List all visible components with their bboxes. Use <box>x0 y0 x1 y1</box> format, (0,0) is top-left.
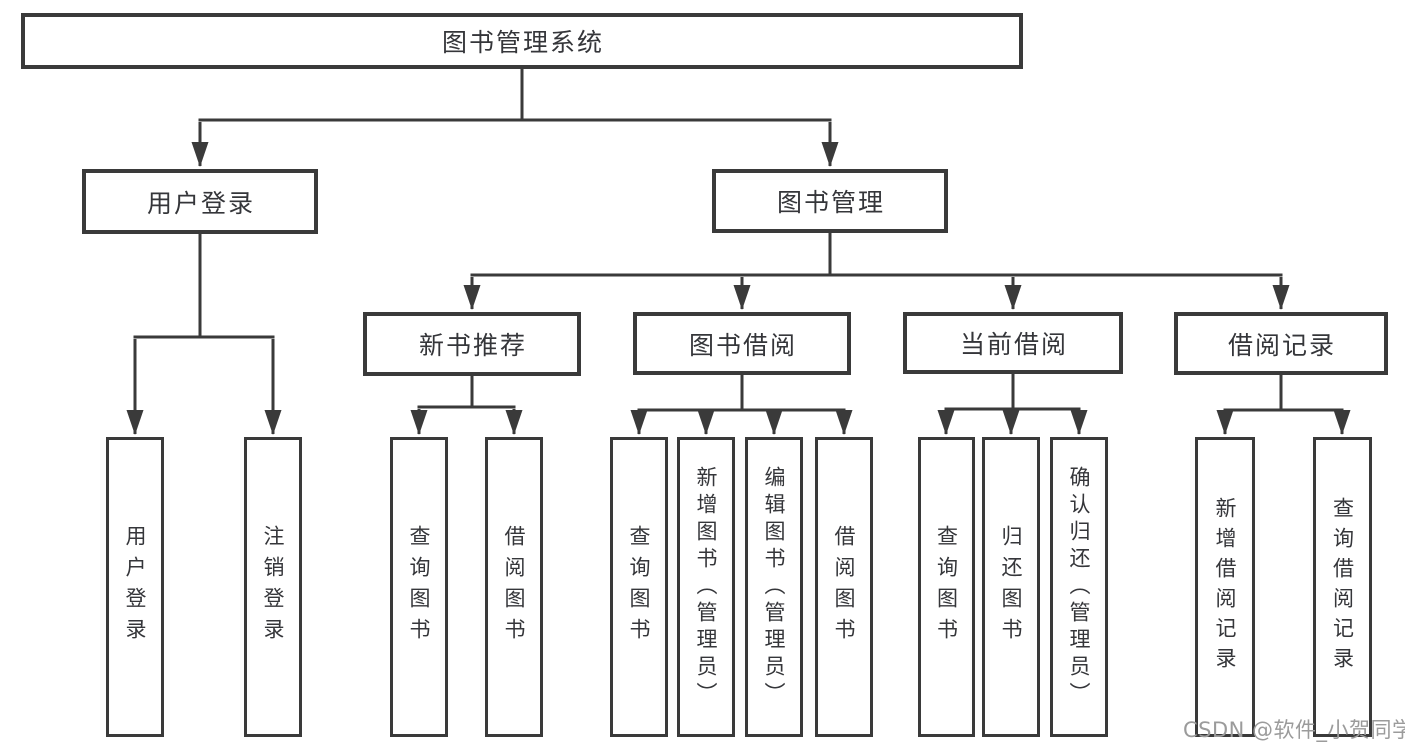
node-book-management: 图书管理 <box>712 169 948 233</box>
leaf-logout-login: 注销登录 <box>244 437 302 737</box>
leaf-return-books: 归还图书 <box>982 437 1040 737</box>
node-new-book-recommend: 新书推荐 <box>363 312 581 376</box>
leaf-add-borrow-record: 新增借阅记录 <box>1195 437 1255 737</box>
leaf-recommend-query-books: 查询图书 <box>390 437 448 737</box>
leaf-user-login: 用户登录 <box>106 437 164 737</box>
leaf-current-query-books: 查询图书 <box>918 437 975 737</box>
connector-arrows <box>126 122 1351 435</box>
node-user-login: 用户登录 <box>82 169 318 234</box>
leaf-query-borrow-record: 查询借阅记录 <box>1313 437 1372 737</box>
node-borrowing-records: 借阅记录 <box>1174 312 1388 375</box>
node-book-borrowing: 图书借阅 <box>633 312 851 375</box>
leaf-add-books-admin: 新增图书（管理员） <box>677 437 735 737</box>
leaf-borrowing-query-books: 查询图书 <box>610 437 668 737</box>
leaf-recommend-borrow-books: 借阅图书 <box>485 437 543 737</box>
leaf-edit-books-admin: 编辑图书（管理员） <box>745 437 803 737</box>
leaf-confirm-return-admin: 确认归还（管理员） <box>1050 437 1108 737</box>
watermark: CSDN @软件_小贺同学 <box>1183 718 1405 742</box>
connector-segments <box>126 67 1351 435</box>
node-current-borrowing: 当前借阅 <box>903 312 1123 374</box>
leaf-borrowing-borrow-books: 借阅图书 <box>815 437 873 737</box>
node-library-management-system: 图书管理系统 <box>21 13 1023 69</box>
